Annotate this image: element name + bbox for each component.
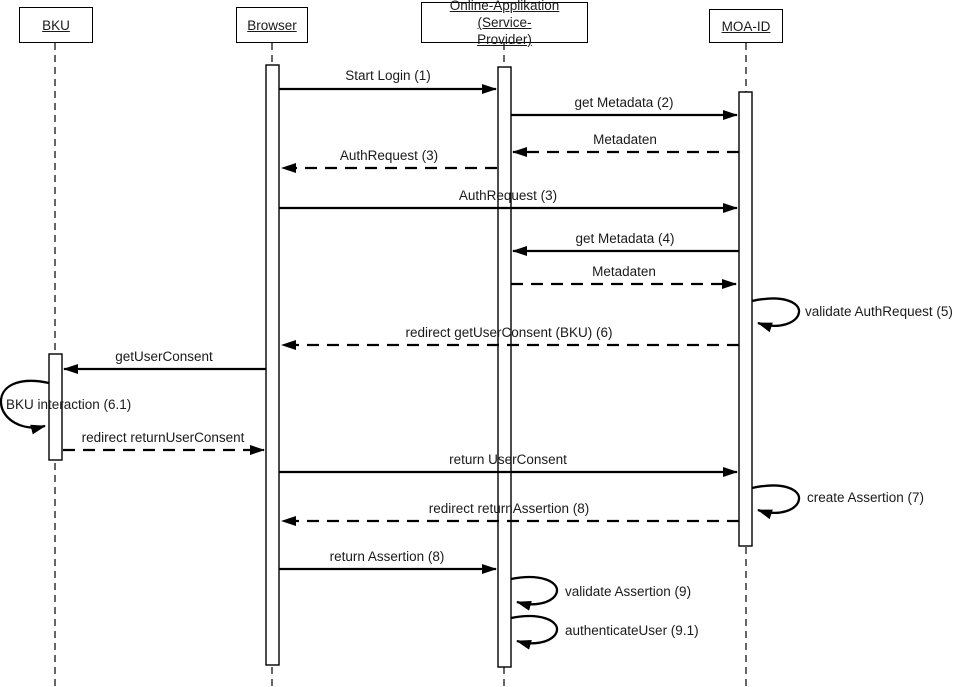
loop-create-assertion — [751, 484, 801, 520]
label-start-login: Start Login (1) — [345, 68, 431, 83]
label-get-metadata-2: get Metadata (2) — [574, 95, 674, 110]
loop-authenticateuser — [510, 614, 559, 650]
participant-bku: BKU — [19, 7, 93, 43]
activation-online-app — [497, 66, 512, 668]
participant-online-app: Online-Applikation (Service- Provider) — [421, 0, 588, 47]
loop-validate-assertion — [510, 575, 559, 611]
label-redirect-returnuserconsent: redirect returnUserConsent — [81, 430, 245, 445]
label-authenticateuser: authenticateUser (9.1) — [565, 623, 699, 638]
label-bku-interaction: BKU interaction (6.1) — [6, 397, 132, 412]
participant-browser-label: Browser — [247, 17, 297, 33]
label-getuserconsent: getUserConsent — [115, 349, 213, 364]
label-validate-assertion: validate Assertion (9) — [565, 584, 692, 599]
label-metadaten-2: Metadaten — [592, 264, 656, 279]
activation-bku — [48, 353, 63, 461]
label-authrequest-redirect: AuthRequest (3) — [339, 148, 439, 163]
label-authrequest-forward: AuthRequest (3) — [458, 188, 558, 203]
label-return-userconsent: return UserConsent — [449, 452, 567, 467]
loop-validate-authrequest — [751, 297, 801, 333]
loop-bku-interaction — [0, 379, 50, 435]
label-redirect-returnassertion: redirect returnAssertion (8) — [428, 501, 590, 516]
label-get-metadata-4: get Metadata (4) — [575, 231, 675, 246]
activation-moa-id — [738, 91, 753, 547]
participant-moa-id-label: MOA-ID — [721, 18, 771, 34]
participant-moa-id: MOA-ID — [709, 9, 783, 43]
label-return-assertion: return Assertion (8) — [329, 549, 445, 564]
label-metadaten-1: Metadaten — [593, 132, 657, 147]
label-create-assertion: create Assertion (7) — [807, 490, 925, 505]
activation-browser — [265, 64, 280, 666]
participant-browser: Browser — [236, 7, 308, 43]
participant-online-app-label-line2: Provider) — [477, 32, 532, 47]
participant-online-app-label-line1: Online-Applikation (Service- — [449, 0, 560, 30]
participant-bku-label: BKU — [42, 17, 70, 33]
label-validate-authrequest: validate AuthRequest (5) — [805, 304, 953, 319]
label-redirect-getuserconsent: redirect getUserConsent (BKU) (6) — [405, 325, 613, 340]
